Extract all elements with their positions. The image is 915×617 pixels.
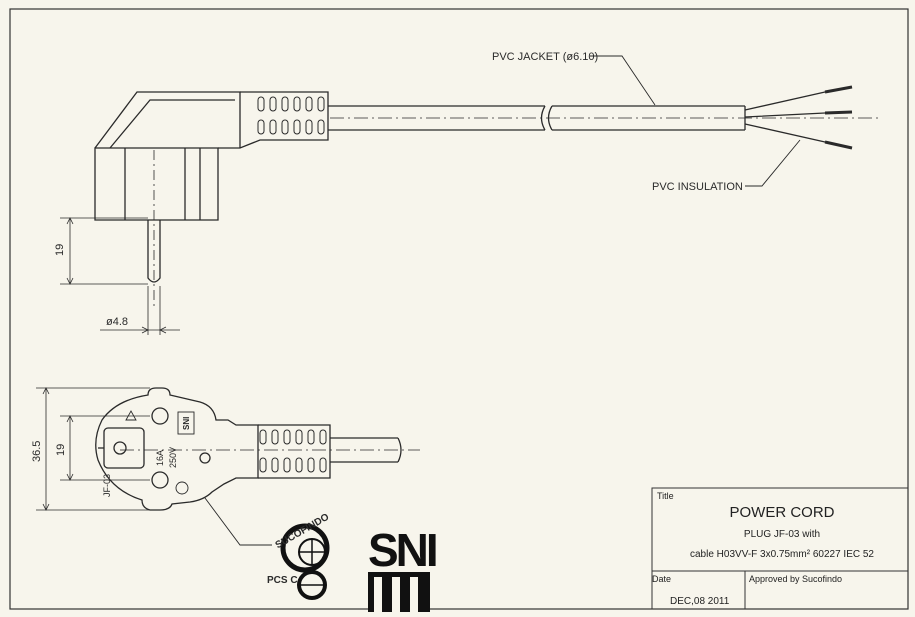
dim-pin-diameter <box>100 286 180 335</box>
pvc-insulation-label: PVC INSULATION <box>652 181 743 193</box>
face-model-text: JF-03 <box>102 474 112 497</box>
title-block <box>651 487 909 610</box>
pin-diameter-value: ø4.8 <box>106 316 128 328</box>
face-rating-a: 16A <box>155 450 165 466</box>
pin-length-value: 19 <box>54 244 66 256</box>
face-height-value: 36.5 <box>31 441 43 462</box>
sucofindo-logo <box>280 523 330 600</box>
face-rating-v: 250V <box>168 447 178 468</box>
face-sni-mark: SNI <box>182 417 191 430</box>
pcs-text: PCS C <box>267 575 298 586</box>
dim-pin-length <box>60 217 148 285</box>
title-label: Title <box>657 491 674 501</box>
date-label: Date <box>652 574 671 584</box>
title-line2: cable H03VV-F 3x0.75mm² 60227 IEC 52 <box>690 549 874 560</box>
pvc-jacket-label: PVC JACKET (ø6.10) <box>492 51 598 63</box>
sni-logo-text: SNI <box>368 524 436 576</box>
date-value: DEC,08 2011 <box>670 596 730 607</box>
sni-logo: SNI <box>368 524 439 617</box>
leader-lines <box>590 55 801 187</box>
sheet-border <box>9 8 909 610</box>
face-inner-value: 19 <box>55 444 67 456</box>
title-line1: PLUG JF-03 with <box>744 529 820 540</box>
dim-face <box>36 387 150 511</box>
title-text: POWER CORD <box>730 504 835 521</box>
approved-label: Approved by Sucofindo <box>749 574 842 584</box>
plug-side-view <box>94 85 880 310</box>
plug-face-view <box>95 387 420 511</box>
